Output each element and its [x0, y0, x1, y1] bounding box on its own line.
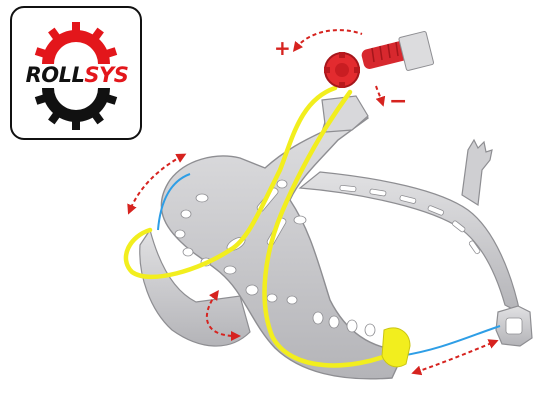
rollsys-logo: ROLLSYS: [10, 6, 142, 140]
minus-label: −: [389, 89, 408, 114]
tighten-arrow: [292, 29, 363, 52]
temple-adjust-arrow: [205, 289, 241, 341]
plus-label: +: [274, 36, 291, 60]
ratchet-arm: [461, 138, 493, 207]
rotate-dial-icon: [324, 31, 435, 88]
harness-back-band: [298, 138, 533, 347]
rear-adjust-arrow: [411, 339, 499, 376]
logo-text-accent: SYS: [84, 63, 129, 87]
gear-logo-icon: [34, 22, 118, 130]
adjust-arrows: [127, 29, 499, 376]
yellow-strap: [123, 85, 399, 368]
strap-clip: [381, 327, 411, 368]
logo-wordmark: ROLLSYS: [18, 63, 136, 87]
logo-text-main: ROLL: [25, 63, 85, 87]
loosen-arrow: [375, 85, 386, 107]
side-adjust-arrow: [127, 153, 187, 215]
